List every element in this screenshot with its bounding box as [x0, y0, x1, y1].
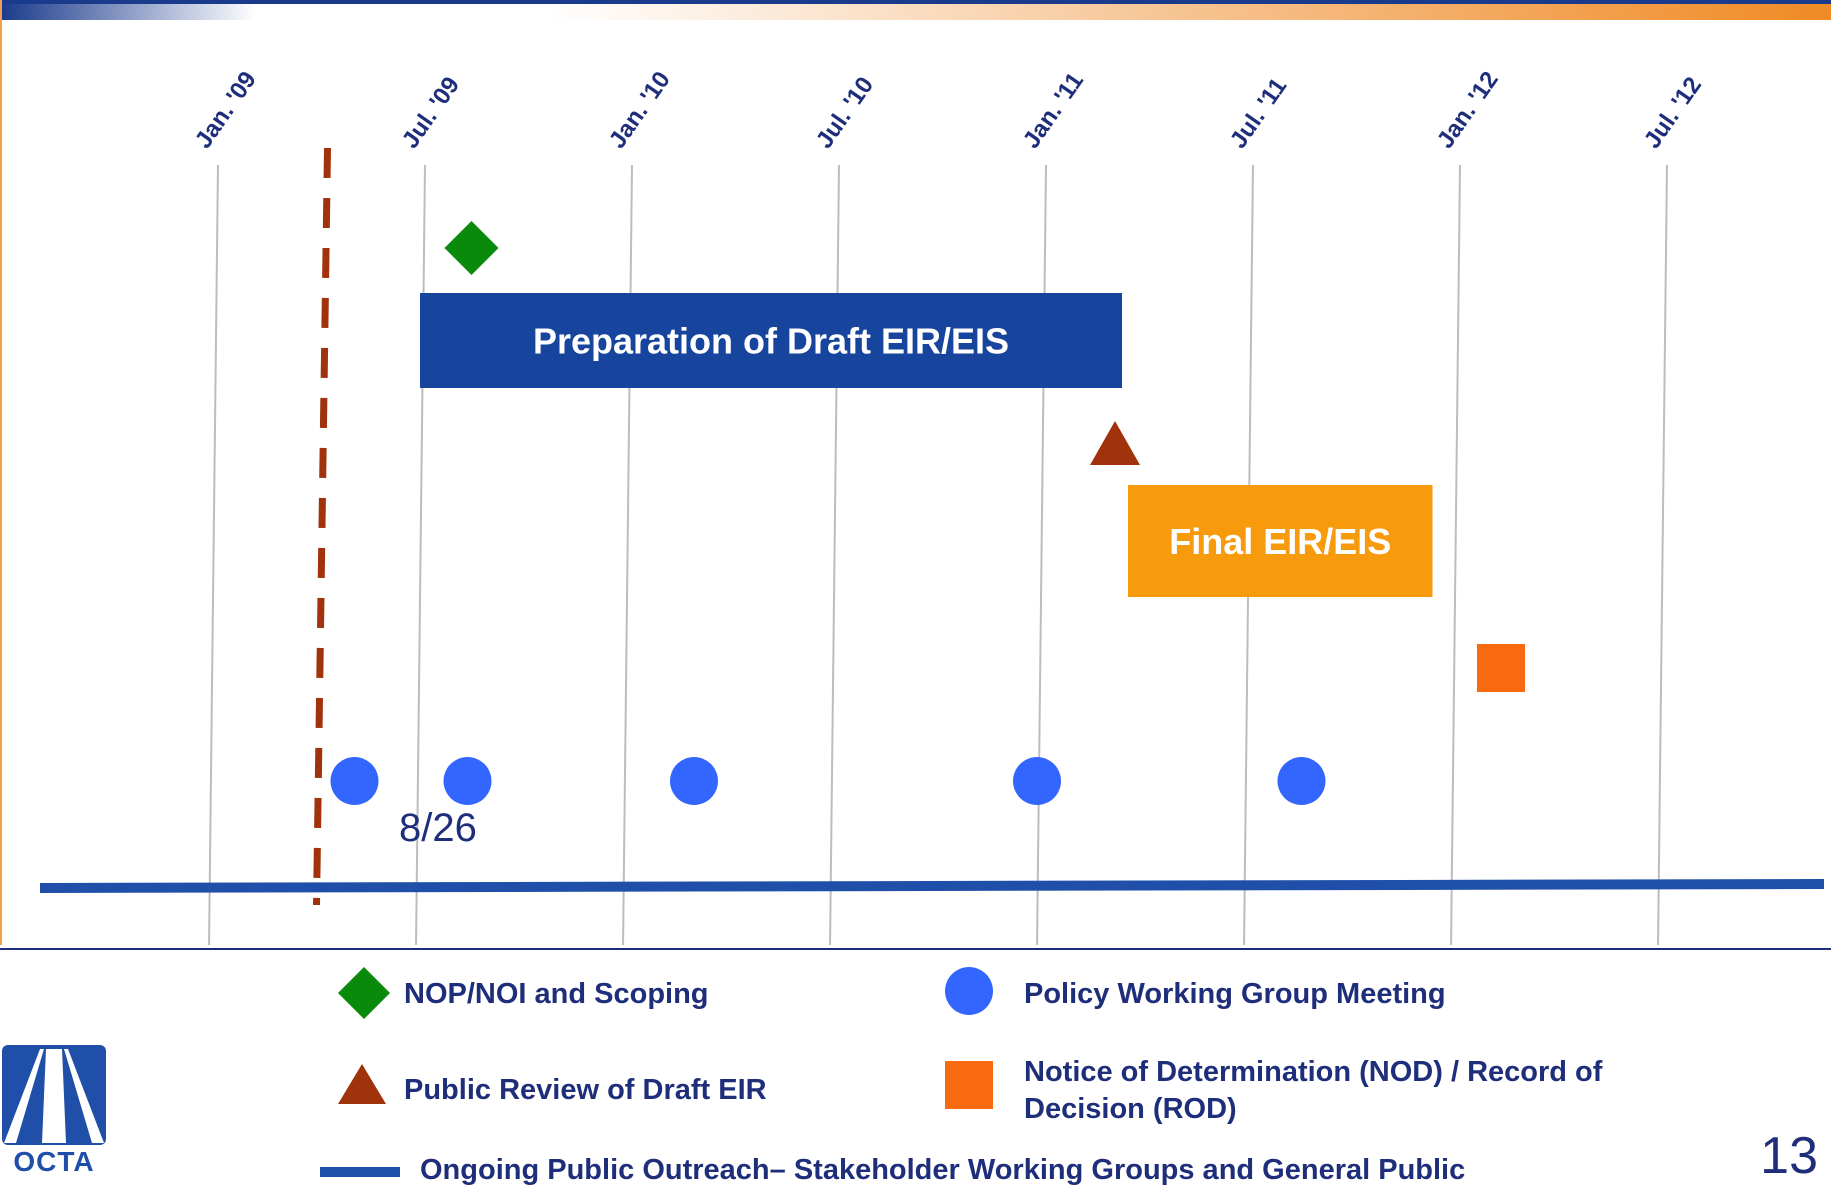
policy-meeting-marker — [1277, 757, 1326, 805]
timeline-tick-label: Jan. '10 — [604, 67, 676, 154]
legend-nod-label-line1: Notice of Determination (NOD) / Record o… — [1024, 1056, 1603, 1088]
page-number: 13 — [1760, 1127, 1818, 1185]
left-accent-edge — [0, 0, 2, 945]
timeline-gridline — [622, 164, 633, 945]
legend-nod-label-line2: Decision (ROD) — [1024, 1093, 1237, 1125]
legend-square-icon — [945, 1061, 993, 1109]
scoping-diamond-marker — [444, 221, 499, 275]
timeline-tick-label: Jul. '12 — [1639, 72, 1707, 153]
timeline-tick-label: Jan. '12 — [1432, 67, 1504, 154]
legend-outreach-label: Ongoing Public Outreach– Stakeholder Wor… — [420, 1154, 1466, 1186]
top-border-line — [0, 0, 1831, 4]
timeline-tick-label: Jul. '11 — [1225, 73, 1292, 153]
timeline-gridline — [829, 164, 840, 945]
final-eir-bar — [1128, 485, 1433, 597]
timeline-gridline — [1450, 164, 1461, 945]
top-gradient-band — [0, 0, 1831, 20]
legend-policy-label: Policy Working Group Meeting — [1024, 978, 1446, 1010]
legend-circle-icon — [945, 967, 993, 1015]
timeline-gridline — [208, 164, 219, 945]
draft-eir-bar-label: Preparation of Draft EIR/EIS — [533, 321, 1009, 362]
timeline-gridline — [1657, 164, 1668, 945]
draft-eir-bar — [420, 293, 1122, 388]
schedule-timeline: Jan. '09 Jul. '09 Jan. '10 Jul. '10 Jan. '11… — [39, 67, 1825, 945]
policy-meeting-marker — [330, 757, 379, 805]
policy-meeting-marker — [443, 757, 492, 805]
legend-review-label: Public Review of Draft EIR — [404, 1074, 767, 1106]
legend-line-icon — [320, 1167, 400, 1177]
meeting-date-label: 8/26 — [399, 806, 477, 850]
timeline-tick-label: Jan. '11 — [1018, 68, 1089, 154]
legend-nop-label: NOP/NOI and Scoping — [404, 978, 709, 1010]
timeline-gridline — [1036, 164, 1047, 945]
octa-logo-icon — [2, 1045, 106, 1145]
policy-meeting-marker — [670, 757, 718, 805]
nod-rod-square-marker — [1477, 644, 1525, 692]
legend-diamond-icon — [338, 967, 390, 1019]
current-date-marker — [313, 147, 331, 906]
final-eir-bar-label: Final EIR/EIS — [1169, 521, 1391, 562]
timeline-tick-label: Jul. '09 — [397, 72, 465, 153]
outreach-line — [39, 879, 1825, 893]
legend-triangle-icon — [338, 1064, 386, 1104]
octa-logo-text: OCTA — [13, 1146, 95, 1177]
legend-divider — [0, 948, 1831, 950]
timeline-tick-label: Jan. '09 — [190, 67, 262, 154]
draft-review-triangle-marker — [1090, 421, 1140, 465]
policy-meeting-marker — [1013, 757, 1061, 805]
timeline-tick-label: Jul. '10 — [811, 72, 879, 153]
